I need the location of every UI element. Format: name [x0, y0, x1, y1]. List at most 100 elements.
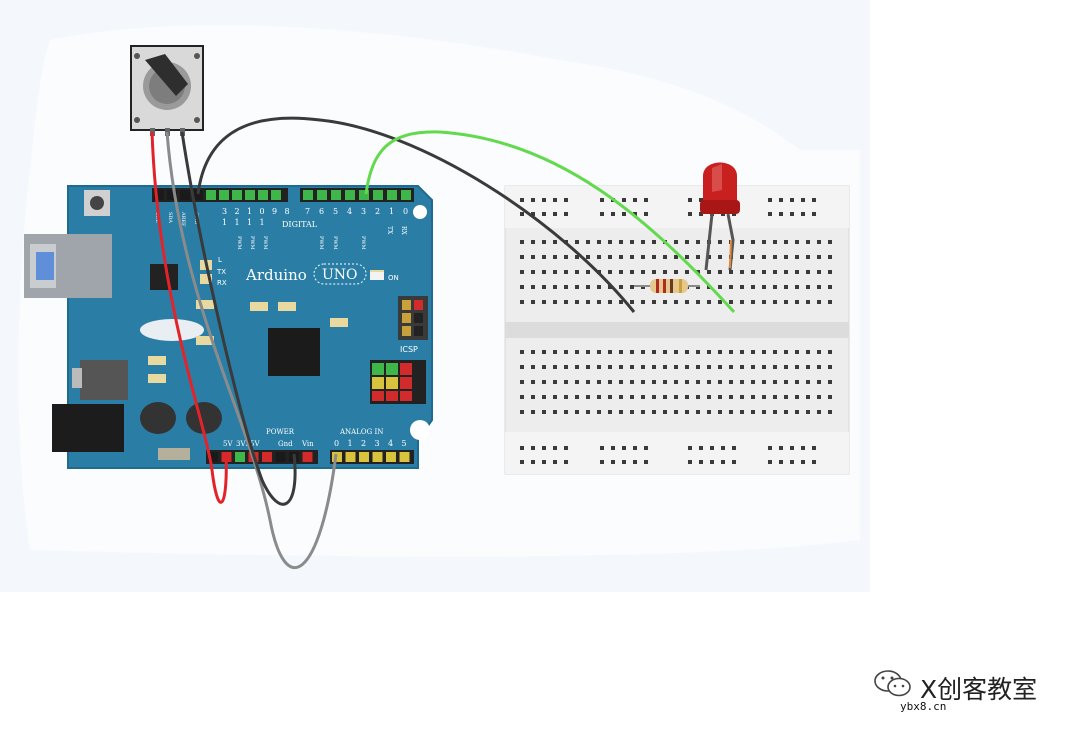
breadboard-hole: [773, 410, 777, 414]
breadboard-hole: [652, 240, 656, 244]
breadboard-hole: [828, 410, 832, 414]
breadboard-hole: [520, 240, 524, 244]
resistor: [634, 279, 700, 293]
breadboard-hole: [520, 460, 524, 464]
breadboard-hole: [663, 350, 667, 354]
breadboard-hole: [685, 255, 689, 259]
header-pin: [232, 190, 242, 200]
breadboard-hole: [553, 460, 557, 464]
pin-label: PWM: [318, 236, 324, 250]
breadboard-hole: [762, 240, 766, 244]
breadboard-hole: [773, 395, 777, 399]
icsp-label: ICSP: [400, 345, 418, 354]
pin-label: Vin: [301, 440, 314, 448]
breadboard-hole: [564, 410, 568, 414]
pin-label: 4: [388, 439, 393, 448]
breadboard-hole: [531, 395, 535, 399]
breadboard-hole: [817, 365, 821, 369]
breadboard-hole: [644, 446, 648, 450]
breadboard-hole: [597, 410, 601, 414]
breadboard-hole: [688, 198, 692, 202]
breadboard-hole: [718, 270, 722, 274]
breadboard-hole: [685, 410, 689, 414]
pin-label: PWM: [249, 236, 255, 250]
breadboard-hole: [619, 300, 623, 304]
breadboard-hole: [817, 395, 821, 399]
breadboard-hole: [718, 255, 722, 259]
breadboard-hole: [817, 240, 821, 244]
breadboard-hole: [641, 410, 645, 414]
breadboard-hole: [674, 380, 678, 384]
breadboard-hole: [564, 300, 568, 304]
breadboard-hole: [773, 255, 777, 259]
breadboard-hole: [564, 350, 568, 354]
breadboard-hole: [795, 350, 799, 354]
breadboard-hole: [553, 240, 557, 244]
wire-black-gnd: [180, 131, 297, 506]
pin-label: 9: [272, 207, 277, 216]
breadboard-hole: [696, 240, 700, 244]
breadboard-hole: [619, 350, 623, 354]
breadboard-hole: [630, 240, 634, 244]
breadboard-hole: [751, 240, 755, 244]
breadboard-hole: [597, 395, 601, 399]
board-model: UNO: [322, 267, 358, 283]
pin-label: 2: [375, 207, 380, 216]
pin-label: 5V: [250, 440, 260, 448]
on-label: ON: [388, 274, 399, 282]
breadboard-hole: [740, 365, 744, 369]
breadboard-hole: [652, 410, 656, 414]
breadboard-hole: [696, 365, 700, 369]
breadboard-hole: [768, 212, 772, 216]
breadboard-hole: [641, 240, 645, 244]
header-pin: [271, 190, 281, 200]
breadboard-hole: [597, 300, 601, 304]
breadboard-hole: [531, 285, 535, 289]
breadboard-hole: [644, 460, 648, 464]
breadboard-hole: [542, 285, 546, 289]
breadboard-hole: [740, 300, 744, 304]
breadboard-hole: [608, 380, 612, 384]
power-header: [206, 450, 318, 464]
pin-label: 2: [235, 207, 240, 216]
breadboard-hole: [553, 198, 557, 202]
breadboard-hole: [729, 270, 733, 274]
breadboard-hole: [707, 395, 711, 399]
breadboard-hole: [531, 410, 535, 414]
breadboard-hole: [740, 350, 744, 354]
breadboard-hole: [652, 255, 656, 259]
breadboard-holes: [520, 198, 832, 464]
breadboard-hole: [531, 270, 535, 274]
breadboard-hole: [630, 350, 634, 354]
breadboard-hole: [553, 300, 557, 304]
atmega-chip: [268, 328, 320, 376]
breadboard-hole: [685, 240, 689, 244]
breadboard-hole: [575, 240, 579, 244]
breadboard-hole: [773, 380, 777, 384]
breadboard-hole: [685, 365, 689, 369]
breadboard-hole: [718, 380, 722, 384]
breadboard-hole: [784, 270, 788, 274]
breadboard-hole: [688, 212, 692, 216]
breadboard-hole: [542, 395, 546, 399]
breadboard-hole: [644, 212, 648, 216]
breadboard-hole: [597, 240, 601, 244]
breadboard-hole: [718, 395, 722, 399]
pin-label: 0: [334, 439, 339, 448]
breadboard-hole: [801, 446, 805, 450]
breadboard-hole: [608, 410, 612, 414]
breadboard-hole: [531, 255, 535, 259]
breadboard-hole: [699, 198, 703, 202]
breadboard-hole: [663, 300, 667, 304]
breadboard-hole: [531, 365, 535, 369]
digital-header-left: [152, 188, 288, 202]
breadboard-hole: [630, 380, 634, 384]
breadboard-hole: [597, 255, 601, 259]
breadboard-hole: [768, 446, 772, 450]
breadboard-hole: [707, 350, 711, 354]
pin-label: 1: [222, 218, 227, 227]
breadboard-hole: [740, 285, 744, 289]
breadboard-hole: [817, 285, 821, 289]
breadboard-hole: [762, 380, 766, 384]
breadboard-hole: [553, 285, 557, 289]
